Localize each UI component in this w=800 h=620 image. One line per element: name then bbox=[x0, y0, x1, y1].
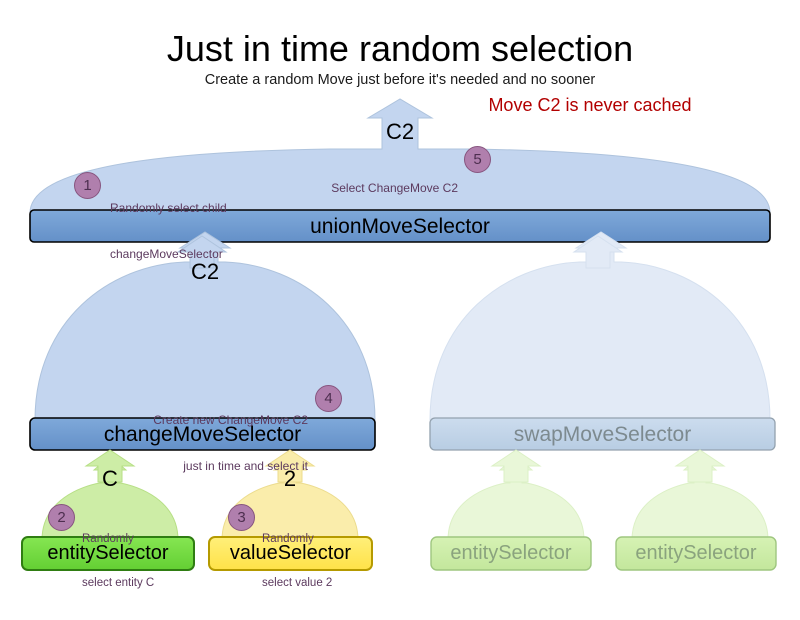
swap-entity-selector-left-box[interactable] bbox=[430, 536, 592, 571]
change-flow-dome bbox=[34, 231, 376, 421]
swap-move-selector-bar[interactable] bbox=[429, 417, 776, 451]
change-move-selector-label: changeMoveSelector bbox=[103, 423, 302, 446]
union-move-selector-bar[interactable] bbox=[29, 209, 771, 243]
flow-label-value-out: 2 bbox=[283, 466, 297, 491]
flow-label-top-out: C2 bbox=[385, 119, 415, 144]
step-badge-5: 5 bbox=[464, 146, 491, 173]
step-2-line-1: Randomly bbox=[82, 533, 134, 546]
connector-arrow-swap-entity-right bbox=[674, 449, 726, 483]
step-5-annotation: Select ChangeMove C2 bbox=[290, 151, 458, 227]
step-2-annotation: Randomly select entity C bbox=[82, 503, 154, 620]
change-move-selector-bar[interactable] bbox=[29, 417, 376, 451]
swap-entity-selector-left-label: entitySelector bbox=[450, 542, 572, 564]
flow-label-entity-out: C bbox=[102, 466, 118, 491]
step-1-line-1: Randomly select child bbox=[110, 201, 227, 216]
step-1-annotation: Randomly select child changeMoveSelector bbox=[110, 171, 227, 293]
value-selector-2-box[interactable] bbox=[208, 536, 373, 571]
step-4-annotation: Create new ChangeMove C2 just in time an… bbox=[110, 383, 308, 505]
diagram-canvas: Just in time random selection Create a r… bbox=[21, 28, 777, 589]
page-subtitle: Create a random Move just before it's ne… bbox=[204, 72, 596, 88]
connector-arrow-swap-entity-left bbox=[490, 449, 542, 483]
step-2-line-2: select entity C bbox=[82, 576, 155, 589]
flow-label-union-to-change: C2 bbox=[190, 259, 220, 284]
entity-selector-c-box[interactable] bbox=[21, 536, 195, 571]
connector-arrow-change-union bbox=[176, 235, 228, 269]
step-3-annotation: Randomly select value 2 bbox=[262, 503, 332, 620]
step-badge-3: 3 bbox=[228, 504, 255, 531]
step-4-line-2: just in time and select it bbox=[183, 459, 308, 474]
step-5-line-1: Select ChangeMove C2 bbox=[331, 181, 458, 196]
step-badge-4: 4 bbox=[315, 385, 342, 412]
swap-flow-dome bbox=[429, 231, 771, 421]
diagram-graphics bbox=[21, 98, 777, 571]
step-badge-1: 1 bbox=[74, 172, 101, 199]
swap-entity-selector-right-box[interactable] bbox=[615, 536, 777, 571]
page-title: Just in time random selection bbox=[166, 28, 634, 69]
step-4-line-1: Create new ChangeMove C2 bbox=[153, 413, 308, 428]
value-selector-2-label: valueSelector bbox=[229, 542, 352, 564]
union-move-selector-label: unionMoveSelector bbox=[310, 215, 490, 238]
swap-move-selector-label: swapMoveSelector bbox=[513, 423, 692, 446]
connector-arrow-swap-union bbox=[572, 235, 624, 269]
warning-note: Move C2 is never cached bbox=[488, 95, 692, 115]
connector-arrow-entity-change bbox=[84, 449, 136, 483]
swap-entity-selector-right-label: entitySelector bbox=[635, 542, 757, 564]
connector-arrow-value-change bbox=[264, 449, 316, 483]
step-badge-2: 2 bbox=[48, 504, 75, 531]
step-3-line-2: select value 2 bbox=[262, 576, 333, 589]
union-flow-dome bbox=[29, 98, 771, 214]
step-1-line-2: changeMoveSelector bbox=[110, 247, 223, 262]
step-3-line-1: Randomly bbox=[262, 533, 314, 546]
entity-selector-c-label: entitySelector bbox=[47, 542, 169, 564]
